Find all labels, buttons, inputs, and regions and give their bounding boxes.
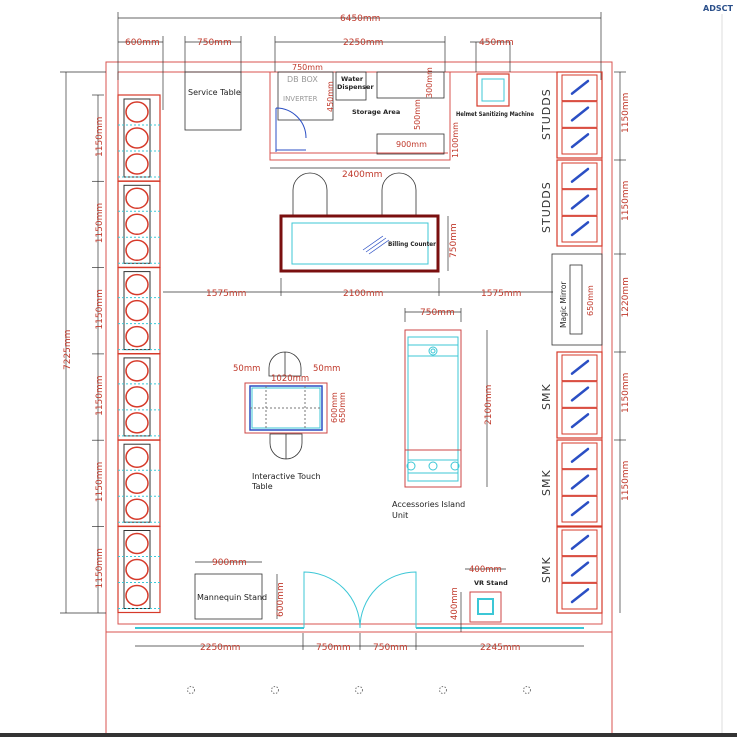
left-rack-unit	[117, 94, 161, 182]
vr-stand-label: VR Stand	[474, 579, 508, 587]
helmet-sanitizer-label: Helmet Sanitizing Machine	[456, 110, 534, 118]
bottom-dimensions: 2250mm 750mm 750mm 2245mm	[135, 633, 584, 653]
dim-storage-depth: 1100mm	[451, 122, 460, 158]
left-rack-unit	[117, 439, 161, 527]
island-label-2: Unit	[392, 511, 408, 520]
dim-mid-left: 1575mm	[206, 289, 246, 299]
dim-left-unit: 1150mm	[95, 375, 105, 415]
dim-storage-inner-width: 750mm	[292, 63, 323, 72]
watermark: ADSCT	[703, 4, 733, 13]
right-helmet-racks	[556, 71, 603, 614]
dim-left-unit: 1150mm	[95, 289, 105, 329]
smk-label-3: SMK	[540, 556, 553, 583]
mannequin-label: Mannequin Stand	[197, 593, 267, 602]
mannequin-stand: 900mm Mannequin Stand 600mm	[194, 558, 286, 620]
dim-island-length: 2100mm	[484, 385, 494, 425]
left-dimensions: 7225mm 1150mm 1150mm 1150mm 1150mm 1150mm 115…	[63, 72, 105, 613]
smk-label-1: SMK	[540, 383, 553, 410]
dim-left-unit: 1150mm	[95, 548, 105, 588]
right-rack-unit	[556, 351, 603, 439]
studds-label-1: STUDDS	[540, 88, 553, 140]
dim-table-depth-inner: 600mm	[330, 392, 339, 423]
studds-label-2: STUDDS	[540, 181, 553, 233]
top-dimensions: 6450mm 600mm 750mm 2250mm 450mm	[117, 12, 602, 110]
dim-right-unit: 1150mm	[621, 373, 631, 413]
dim-bottom-1: 2250mm	[200, 643, 240, 653]
dim-mannequin-depth: 600mm	[276, 582, 286, 617]
front-columns	[187, 686, 531, 694]
billing-counter-label: Billing Counter	[388, 240, 437, 248]
dim-mid-center: 2100mm	[343, 289, 383, 299]
right-rack-unit	[556, 71, 603, 159]
dim-shelf-top: 300mm	[425, 67, 434, 98]
smk-label-2: SMK	[540, 469, 553, 496]
dim-bottom-3: 750mm	[373, 643, 408, 653]
dim-right-unit: 1150mm	[621, 181, 631, 221]
dim-table-width: 1020mm	[271, 374, 309, 384]
dim-mannequin-width: 900mm	[212, 558, 247, 568]
water-dispenser-label-2: Dispenser	[337, 83, 374, 91]
dim-mirror: 650mm	[586, 285, 595, 316]
dim-right-unit: 1150mm	[621, 461, 631, 501]
dim-storage-inner-height: 450mm	[326, 81, 335, 112]
dim-shelf-bottom: 900mm	[396, 140, 427, 149]
dim-sanitizer: 450mm	[479, 38, 514, 48]
dim-left-unit: 1150mm	[95, 117, 105, 157]
dim-island-width: 750mm	[420, 308, 455, 318]
magic-mirror-label: Magic Mirror	[559, 281, 568, 328]
dim-table-depth-outer: 650mm	[338, 392, 347, 423]
dim-storage: 2250mm	[343, 38, 383, 48]
right-rack-unit	[556, 439, 603, 527]
dim-service-table: 750mm	[197, 38, 232, 48]
touch-table-label-2: Table	[251, 482, 273, 491]
mid-dimensions: 1575mm 2100mm 1575mm	[163, 278, 553, 299]
island-label-1: Accessories Island	[392, 500, 465, 509]
helmet-sanitizing-machine: Helmet Sanitizing Machine	[456, 73, 534, 118]
left-rack-unit	[117, 180, 161, 268]
dim-billing-depth: 750mm	[449, 223, 459, 258]
billing-chairs	[292, 172, 417, 216]
dim-table-right-gap: 50mm	[313, 364, 340, 374]
service-table: Service Table	[184, 71, 242, 131]
accessories-island-unit: 750mm 2100mm Accessories Island Unit	[392, 308, 494, 520]
dim-left-rack: 600mm	[125, 38, 160, 48]
dim-mid-right: 1575mm	[481, 289, 521, 299]
left-rack-unit	[117, 353, 161, 441]
entrance-doors	[135, 571, 584, 629]
vr-stand: 400mm VR Stand 400mm	[450, 565, 508, 632]
dim-table-left-gap: 50mm	[233, 364, 260, 374]
service-table-label: Service Table	[188, 88, 241, 97]
dim-shelf-mid: 500mm	[413, 99, 422, 130]
dim-vr-width: 400mm	[469, 565, 502, 575]
right-dimensions: 1150mm 1150mm 1220mm 1150mm 1150mm	[614, 71, 631, 613]
inverter-label: INVERTER	[283, 95, 318, 103]
touch-table-label-1: Interactive Touch	[252, 472, 321, 481]
left-rack-unit	[117, 267, 161, 355]
dim-left-unit: 1150mm	[95, 203, 105, 243]
dim-left-unit: 1150mm	[95, 462, 105, 502]
interactive-touch-table: 50mm 50mm 1020mm 600mm 650mm Interactive…	[233, 351, 347, 491]
left-helmet-racks	[117, 94, 161, 614]
water-dispenser-label-1: Water	[341, 75, 364, 83]
left-rack-unit	[117, 525, 161, 614]
dim-total-depth: 7225mm	[63, 330, 73, 370]
dim-bottom-4: 2245mm	[480, 643, 520, 653]
right-rack-unit	[556, 526, 603, 614]
storage-area-label: Storage Area	[352, 108, 400, 116]
dim-storage-bottom: 2400mm	[342, 170, 382, 180]
storage-area: 750mm DB BOX INVERTER 450mm Water Dispen…	[269, 63, 460, 180]
db-box-label: DB BOX	[287, 75, 318, 84]
storage-door-swing	[275, 107, 307, 152]
dim-bottom-2: 750mm	[316, 643, 351, 653]
billing-counter: Billing Counter 750mm	[279, 172, 459, 273]
dim-vr-depth: 400mm	[450, 587, 460, 620]
dim-right-unit: 1150mm	[621, 93, 631, 133]
magic-mirror: Magic Mirror 650mm	[551, 253, 603, 346]
right-rack-unit	[556, 159, 603, 247]
dim-total-width: 6450mm	[340, 14, 380, 24]
dim-right-unit: 1220mm	[621, 277, 631, 317]
